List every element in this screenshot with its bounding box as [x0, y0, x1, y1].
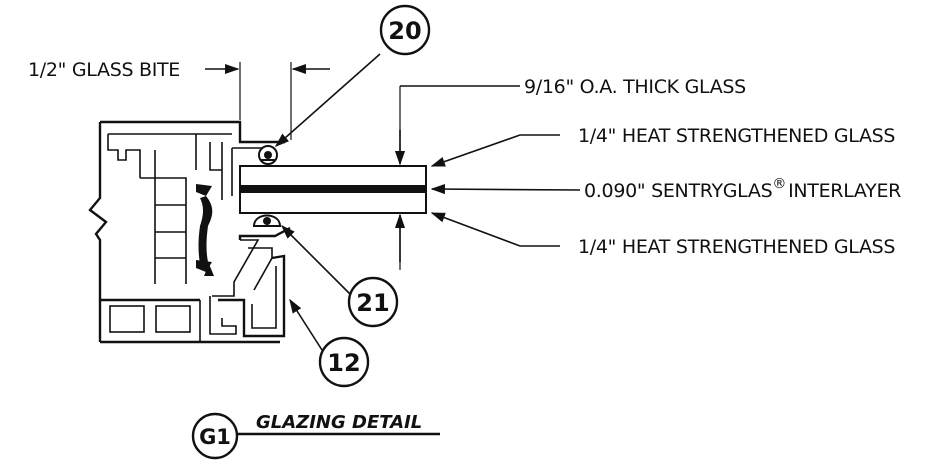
- interlayer-label: 0.090" SENTRYGLAS®INTERLAYER: [584, 176, 901, 202]
- svg-text:20: 20: [388, 17, 421, 45]
- svg-text:12: 12: [327, 349, 360, 377]
- laminated-glass: [239, 165, 427, 214]
- bottom-glazing-gasket: [252, 214, 282, 227]
- callout-20: 20: [274, 4, 431, 147]
- overall-thickness-dimension: 9/16" O.A. THICK GLASS: [394, 76, 746, 270]
- detail-title: G1 GLAZING DETAIL: [191, 412, 440, 460]
- inner-glass-label: 1/4" HEAT STRENGTHENED GLASS: [578, 236, 895, 258]
- detail-title-text: GLAZING DETAIL: [256, 412, 422, 433]
- registered-mark: ®: [772, 176, 786, 192]
- svg-text:21: 21: [356, 289, 389, 317]
- glass-bite-dimension: 1/2" GLASS BITE: [28, 59, 330, 140]
- callout-12: 12: [289, 298, 370, 388]
- top-glazing-gasket: [258, 145, 278, 165]
- layer-leaders: [430, 134, 581, 247]
- interlayer-suffix: INTERLAYER: [788, 180, 901, 202]
- overall-thickness-label: 9/16" O.A. THICK GLASS: [524, 76, 746, 98]
- dark-gaskets: [196, 184, 214, 276]
- callout-21: 21: [280, 224, 399, 328]
- interlayer-prefix: 0.090" SENTRYGLAS: [584, 180, 772, 202]
- glass-bite-label: 1/2" GLASS BITE: [28, 59, 180, 81]
- detail-tag: G1: [199, 425, 231, 449]
- mullion-frame: [88, 120, 291, 344]
- outer-glass-label: 1/4" HEAT STRENGTHENED GLASS: [578, 125, 895, 147]
